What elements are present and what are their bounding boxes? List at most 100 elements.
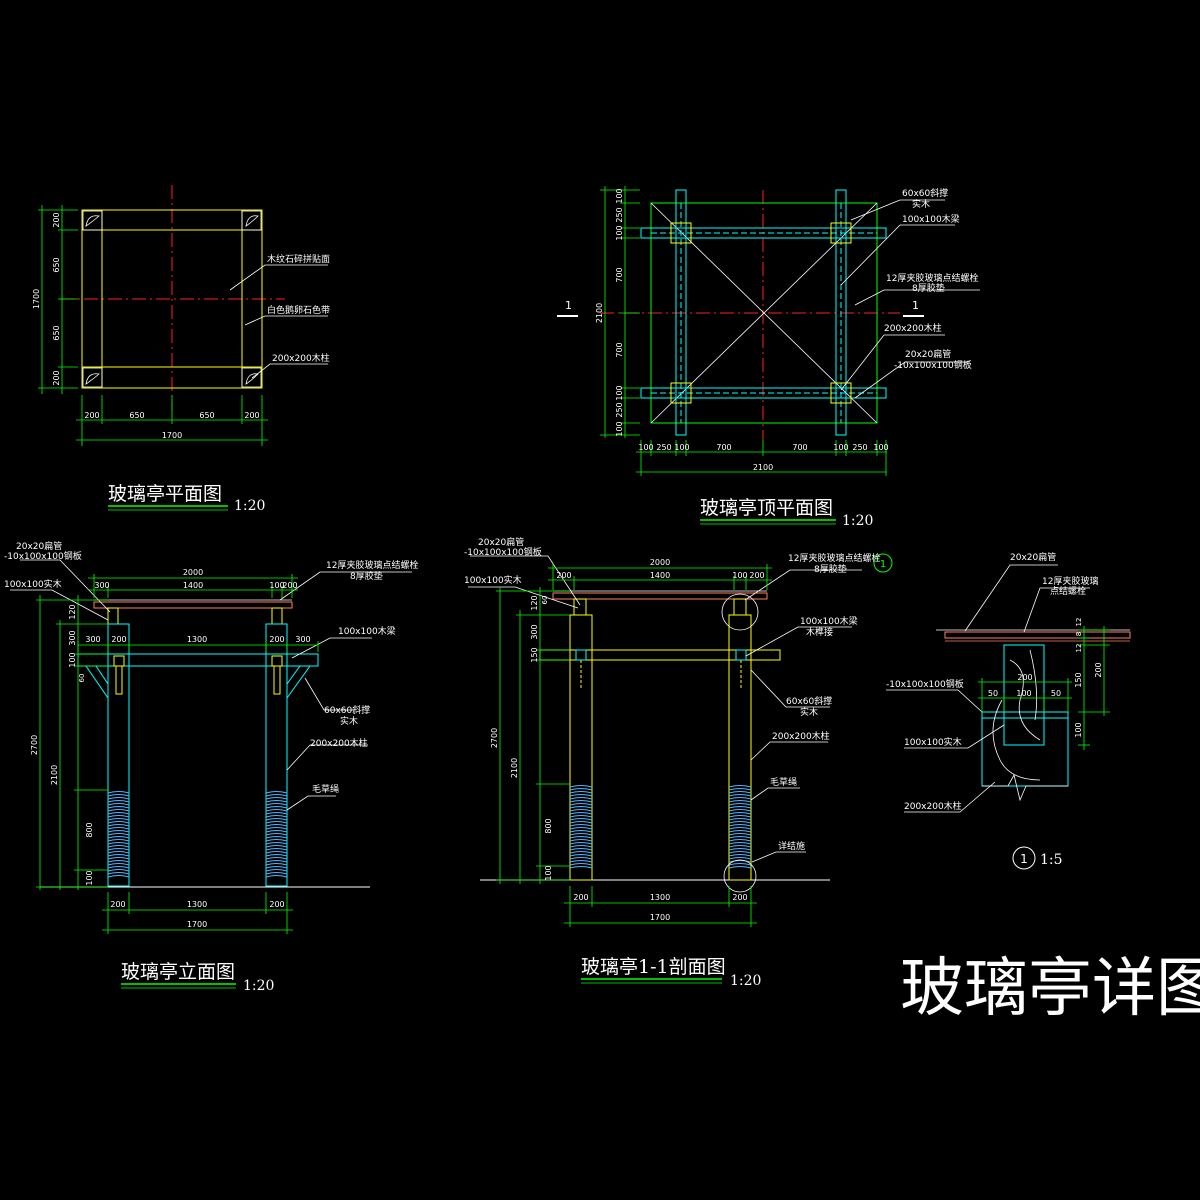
elev-label-tube: 20x20扁管 bbox=[16, 540, 62, 552]
elev-label-glass-pad: 8厚胶垫 bbox=[350, 570, 383, 582]
label-roof-brace: 60x60斜撑 bbox=[902, 187, 948, 199]
rope-wrap-line bbox=[728, 842, 752, 845]
rope-wrap-line bbox=[265, 842, 288, 845]
elev-dim-l3: 800 bbox=[85, 822, 94, 837]
det-dim-r0: 12 bbox=[1075, 618, 1083, 627]
rope-wrap-line bbox=[265, 809, 288, 812]
det-leaders bbox=[886, 564, 1090, 813]
section-mark-left: 1 bbox=[565, 299, 572, 312]
dim-l-total: 1700 bbox=[32, 289, 41, 309]
sect-label-tube: 20x20扁管 bbox=[478, 536, 524, 548]
rope-wrap-line bbox=[265, 797, 288, 800]
rope-wrap-line bbox=[107, 806, 130, 809]
elev-label-beam: 100x100木梁 bbox=[338, 625, 396, 637]
sect-dim-top-3: 200 bbox=[749, 571, 764, 580]
elev-label-glass: 12厚夹胶玻璃点结螺栓 bbox=[326, 559, 418, 571]
rope-wrap-line bbox=[728, 824, 752, 827]
rope-wrap-line bbox=[569, 809, 593, 812]
elev-rope-left-lines bbox=[107, 791, 130, 878]
rope-wrap-line bbox=[107, 821, 130, 824]
sect-detail-ref-circle bbox=[873, 553, 893, 573]
rope-wrap-line bbox=[107, 854, 130, 857]
sect-dim-l-total: 2700 bbox=[490, 728, 499, 748]
elev-label-brace-mat: 实木 bbox=[340, 715, 358, 727]
sect-label-brace-mat: 实木 bbox=[800, 706, 818, 718]
elev-dim-l-sub: 2100 bbox=[50, 765, 59, 785]
label-post: 200x200木柱 bbox=[272, 352, 330, 364]
sect-label-post: 200x200木柱 bbox=[772, 730, 830, 742]
elev-dim-l1: 300 bbox=[68, 630, 77, 645]
rope-wrap-line bbox=[107, 872, 130, 875]
rope-wrap-line bbox=[728, 791, 752, 794]
elev-label-solid: 100x100实木 bbox=[4, 578, 62, 590]
elev-dim-l4: 100 bbox=[85, 870, 94, 885]
det-break-line bbox=[982, 773, 1068, 802]
det-dim-r5: 100 bbox=[1074, 722, 1083, 737]
elev-dimension-left bbox=[36, 595, 108, 890]
rope-wrap-line bbox=[728, 803, 752, 806]
sect-label-solid: 100x100实木 bbox=[464, 574, 522, 586]
det-wood-grain-3 bbox=[1029, 649, 1038, 721]
dim-b-total: 1700 bbox=[162, 431, 182, 440]
elev-bolt-right bbox=[273, 665, 281, 695]
section-mark-right: 1 bbox=[912, 299, 919, 312]
rope-wrap-line bbox=[728, 848, 752, 851]
roof-dim-l1: 250 bbox=[615, 207, 624, 222]
dim-b3: 200 bbox=[244, 411, 259, 420]
roof-plan-scale: 1:20 bbox=[842, 513, 873, 529]
sect-dimension-left bbox=[496, 587, 570, 884]
label-band: 白色鹅卵石色带 bbox=[267, 304, 330, 316]
sect-label-beam: 100x100木梁 bbox=[800, 615, 858, 627]
rope-wrap-line bbox=[265, 857, 288, 860]
rope-wrap-line bbox=[569, 812, 593, 815]
sect-dim-b2: 200 bbox=[732, 893, 747, 902]
elev-block-left bbox=[107, 607, 119, 625]
sect-dim-mark: 60 bbox=[541, 596, 549, 605]
label-roof-brace-mat: 实木 bbox=[912, 198, 930, 210]
roof-dim-l0: 100 bbox=[615, 188, 624, 203]
rope-wrap-line bbox=[728, 809, 752, 812]
rope-wrap-line bbox=[265, 815, 288, 818]
rope-wrap-line bbox=[728, 815, 752, 818]
detail-drawing: 20x20扁管 12厚夹胶玻璃 点结螺栓 -10x100x100钢板 100x1… bbox=[886, 551, 1131, 870]
rope-wrap-line bbox=[569, 815, 593, 818]
floor-plan-scale: 1:20 bbox=[234, 498, 265, 514]
rope-wrap-line bbox=[569, 866, 593, 869]
sect-label-rope: 毛草绳 bbox=[770, 776, 797, 788]
elev-dim-up-2: 1300 bbox=[187, 635, 207, 644]
rope-wrap-line bbox=[728, 797, 752, 800]
sect-dim-l2: 150 bbox=[530, 647, 539, 662]
elev-label-brace: 60x60斜撑 bbox=[324, 704, 370, 716]
floor-plan-title: 玻璃亭平面图 bbox=[108, 483, 222, 505]
roof-plan-drawing: 1 1 60x60斜撑 实木 100x100木梁 12厚夹胶玻璃点结螺栓 8厚胶… bbox=[557, 186, 980, 529]
rope-wrap-line bbox=[107, 791, 130, 794]
rope-wrap-line bbox=[265, 821, 288, 824]
rope-wrap-line bbox=[265, 851, 288, 854]
elev-beam-tenon-right bbox=[271, 655, 283, 667]
leader-stone bbox=[229, 264, 328, 291]
label-roof-post: 200x200木柱 bbox=[884, 322, 942, 334]
roof-dim-b4: 700 bbox=[792, 443, 807, 452]
roof-glass-outline bbox=[650, 202, 878, 424]
det-dim-r1: 8 bbox=[1075, 632, 1083, 636]
elevation-scale: 1:20 bbox=[243, 978, 274, 994]
paving-outline bbox=[81, 209, 263, 389]
sect-dim-l4: 100 bbox=[544, 865, 553, 880]
det-dim-mid-0: 50 bbox=[988, 689, 998, 698]
post-corner-br bbox=[241, 367, 262, 388]
rope-wrap-line bbox=[728, 839, 752, 842]
rope-wrap-line bbox=[569, 842, 593, 845]
rope-wrap-line bbox=[728, 821, 752, 824]
sect-dim-l3: 800 bbox=[544, 818, 553, 833]
elev-dim-l0: 120 bbox=[68, 604, 77, 619]
sect-leaders bbox=[468, 555, 862, 863]
dimension-bottom bbox=[76, 395, 268, 446]
rope-wrap-line bbox=[265, 833, 288, 836]
leader-band bbox=[244, 315, 328, 326]
rope-wrap-line bbox=[728, 854, 752, 857]
roof-dim-l4: 700 bbox=[615, 342, 624, 357]
rope-wrap-line bbox=[265, 800, 288, 803]
sect-tenon-left bbox=[575, 649, 587, 661]
rope-wrap-line bbox=[107, 830, 130, 833]
